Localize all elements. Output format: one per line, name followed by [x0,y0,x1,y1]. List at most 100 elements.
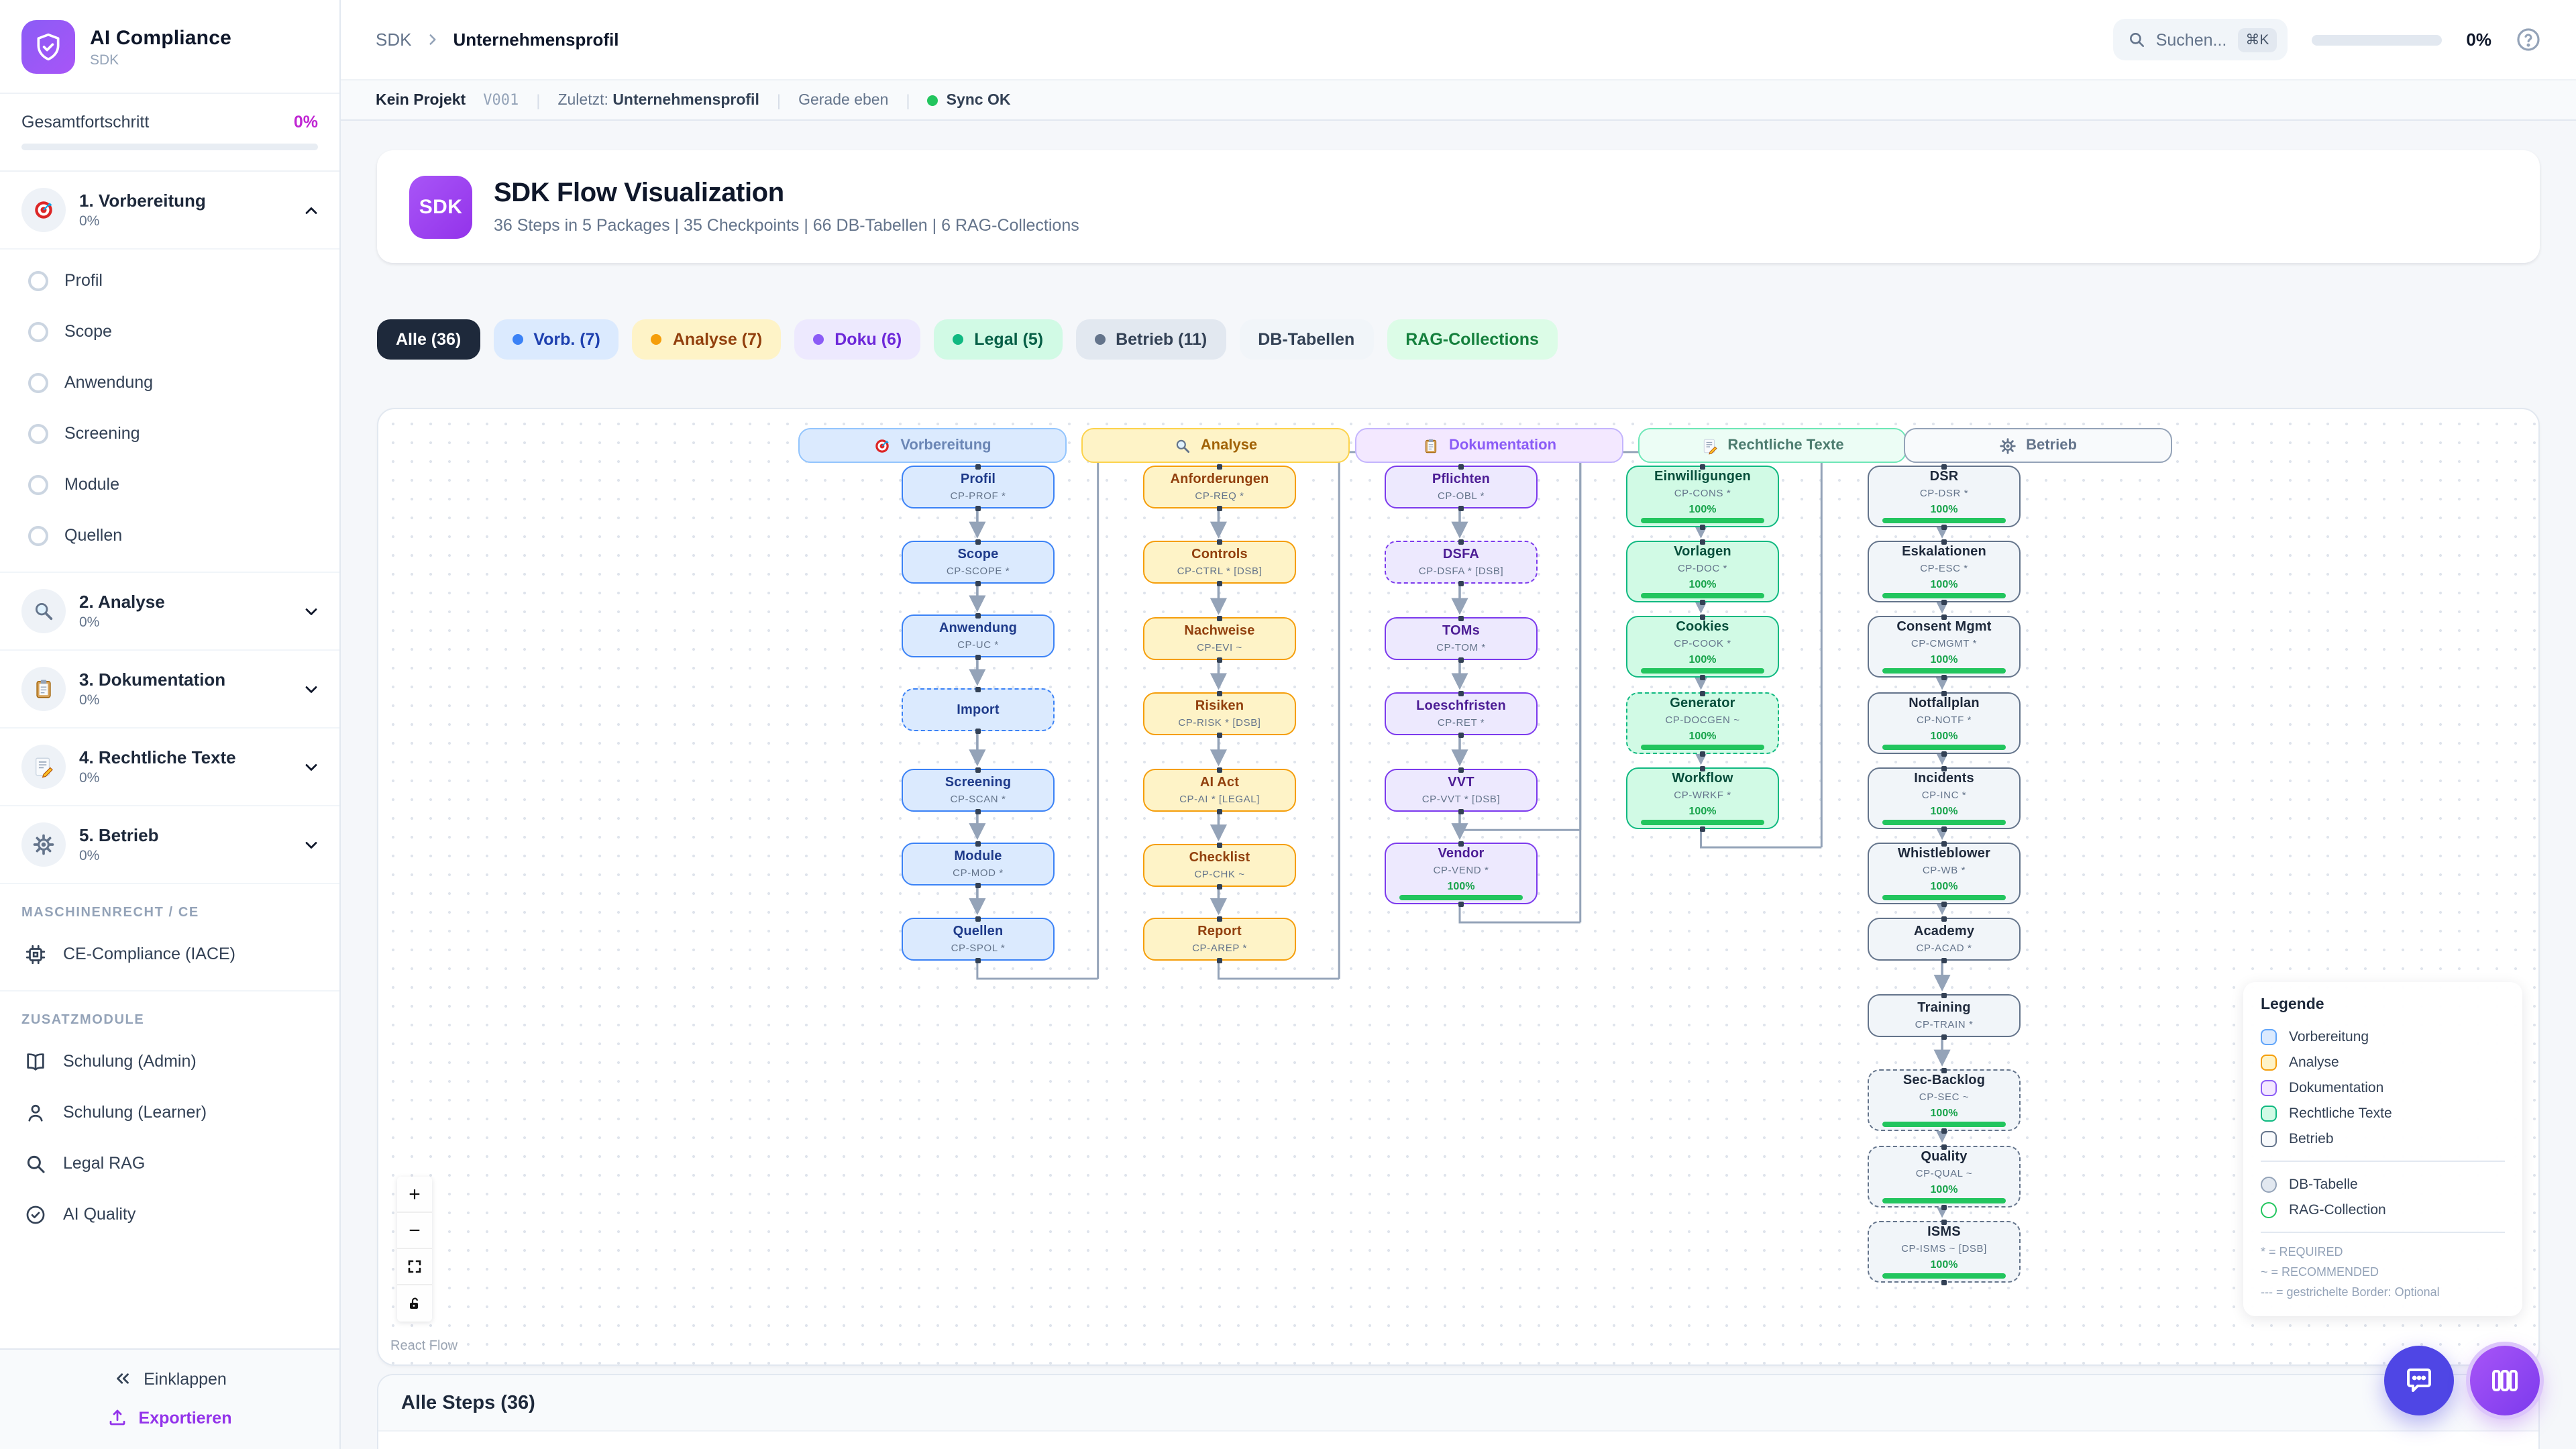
node-handle-top[interactable] [975,612,981,618]
node-handle-top[interactable] [1941,765,1947,771]
node-handle-bottom[interactable] [1941,751,1947,756]
node-handle-top[interactable] [1458,841,1464,846]
app-logo-row[interactable]: AI Compliance SDK [0,0,339,94]
node-handle-bottom[interactable] [1217,505,1222,511]
sidebar-item-screening[interactable]: Screening [0,408,339,459]
node-handle-bottom[interactable] [975,882,981,888]
node-handle-top[interactable] [1700,765,1705,771]
node-handle-bottom[interactable] [1217,580,1222,586]
node-handle-bottom[interactable] [1700,826,1705,831]
node-handle-bottom[interactable] [1217,732,1222,737]
node-handle-top[interactable] [975,686,981,692]
node-handle-bottom[interactable] [1458,732,1464,737]
node-handle-top[interactable] [975,841,981,846]
node-handle-top[interactable] [1941,539,1947,544]
node-handle-top[interactable] [975,464,981,469]
node-handle-bottom[interactable] [1217,657,1222,662]
node-handle-bottom[interactable] [1700,751,1705,756]
sidebar-item-ce-compliance[interactable]: CE-Compliance (IACE) [0,928,339,979]
panel-fab-button[interactable] [2470,1346,2540,1415]
node-handle-top[interactable] [1941,464,1947,469]
node-handle-bottom[interactable] [1941,957,1947,963]
chevron-up-icon[interactable] [302,201,321,219]
node-handle-bottom[interactable] [975,957,981,963]
node-handle-top[interactable] [1458,615,1464,621]
sidebar-item-schulung-learner-[interactable]: Schulung (Learner) [0,1087,339,1138]
step-radio[interactable] [28,474,48,494]
filter-chip-betrieb-11-[interactable]: Betrieb (11) [1075,319,1226,360]
node-handle-bottom[interactable] [1458,580,1464,586]
node-handle-top[interactable] [1217,690,1222,696]
node-handle-top[interactable] [1700,464,1705,469]
fit-view-button[interactable] [397,1249,432,1285]
breadcrumb-root[interactable]: SDK [376,30,412,50]
node-handle-top[interactable] [1941,1144,1947,1149]
sidebar-item-anwendung[interactable]: Anwendung [0,357,339,408]
flow-node-import[interactable]: Import [902,686,1055,733]
sidebar-item-profil[interactable]: Profil [0,255,339,306]
node-handle-top[interactable] [1941,992,1947,998]
node-handle-bottom[interactable] [1941,1204,1947,1210]
node-handle-top[interactable] [1217,464,1222,469]
node-handle-top[interactable] [1217,767,1222,772]
node-handle-bottom[interactable] [1458,901,1464,906]
node-handle-bottom[interactable] [1941,1279,1947,1285]
chevron-down-icon[interactable] [302,602,321,621]
node-handle-top[interactable] [1458,690,1464,696]
node-handle-top[interactable] [1458,464,1464,469]
help-icon[interactable] [2516,27,2541,52]
node-handle-top[interactable] [1941,916,1947,921]
collapse-sidebar-button[interactable]: Einklappen [113,1368,227,1389]
zoom-out-button[interactable]: − [397,1213,432,1249]
node-handle-top[interactable] [1941,841,1947,846]
node-handle-top[interactable] [1217,916,1222,921]
sidebar-item-ai-quality[interactable]: AI Quality [0,1189,339,1240]
sidebar-item-schulung-admin-[interactable]: Schulung (Admin) [0,1036,339,1087]
filter-chip-doku-6-[interactable]: Doku (6) [794,319,921,360]
sidebar-item-module[interactable]: Module [0,459,339,510]
node-handle-bottom[interactable] [1941,1034,1947,1039]
node-handle-top[interactable] [1700,690,1705,696]
node-handle-bottom[interactable] [1217,957,1222,963]
chevron-down-icon[interactable] [302,835,321,854]
node-handle-bottom[interactable] [1941,524,1947,529]
node-handle-bottom[interactable] [1700,674,1705,680]
step-radio[interactable] [28,423,48,443]
node-handle-top[interactable] [1700,614,1705,619]
node-handle-bottom[interactable] [1700,599,1705,604]
node-handle-bottom[interactable] [975,505,981,511]
filter-chip-rag-collections[interactable]: RAG-Collections [1387,319,1558,360]
node-handle-bottom[interactable] [1700,524,1705,529]
node-handle-top[interactable] [975,916,981,921]
node-handle-bottom[interactable] [1941,674,1947,680]
node-handle-top[interactable] [1217,539,1222,544]
lock-button[interactable] [397,1285,432,1322]
step-radio[interactable] [28,525,48,545]
sidebar-item-quellen[interactable]: Quellen [0,510,339,561]
node-handle-bottom[interactable] [1941,901,1947,906]
chevron-down-icon[interactable] [302,680,321,698]
